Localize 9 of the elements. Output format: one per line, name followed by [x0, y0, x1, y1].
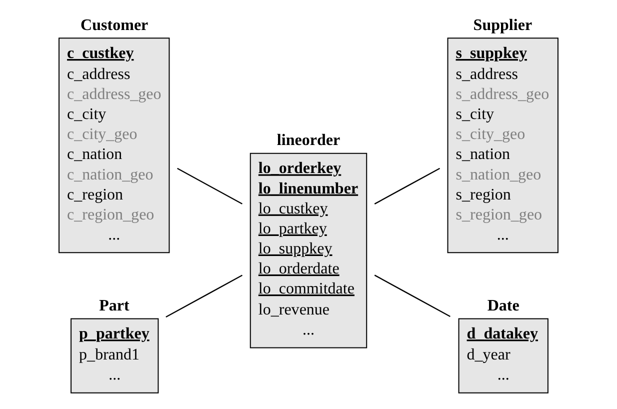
node-label: Date: [487, 298, 520, 315]
connector: [166, 274, 243, 318]
node-label: lineorder: [276, 132, 340, 150]
node-label: Supplier: [473, 16, 532, 34]
node-label: Customer: [80, 16, 148, 34]
connector: [177, 168, 242, 204]
connector: [374, 168, 440, 204]
node-label: Part: [99, 298, 130, 315]
connector: [374, 274, 450, 318]
